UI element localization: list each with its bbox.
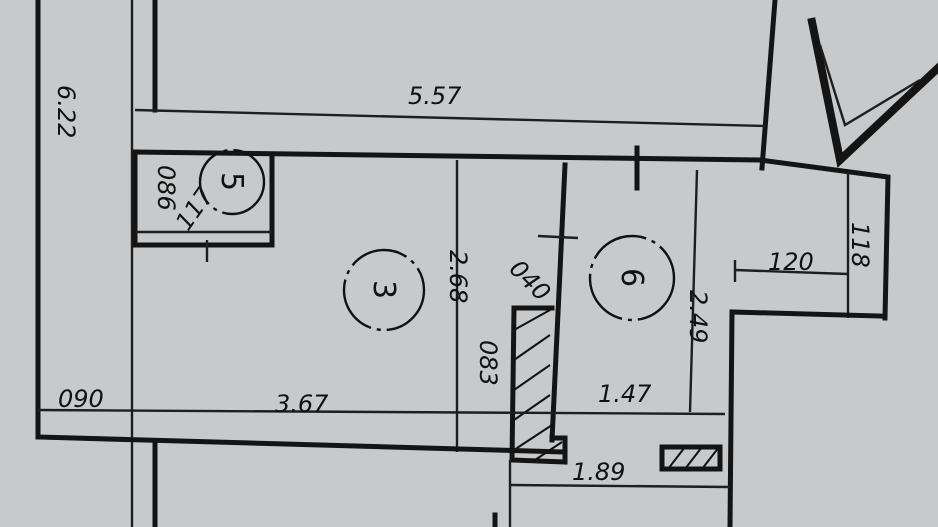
dim-bottom-width: 1.89 xyxy=(572,458,625,486)
dim-left-height: 6.22 xyxy=(52,85,80,138)
door-tick-mid xyxy=(537,234,579,240)
dim-room5-depth: 086 xyxy=(152,165,180,211)
dim-room3-width: 3.67 xyxy=(275,390,329,418)
room6-partition-left xyxy=(549,162,568,443)
dim-room6-width: 1.47 xyxy=(598,380,652,408)
room6-circle xyxy=(588,234,676,322)
hatched-block xyxy=(659,444,723,472)
room3-number: 3 xyxy=(366,280,401,299)
north-arrow-icon xyxy=(807,17,938,168)
room6-partition-right xyxy=(688,169,699,413)
dim-left-offset: 090 xyxy=(58,385,104,413)
hatched-column xyxy=(509,305,568,465)
wall-top-right xyxy=(759,0,778,171)
dimension-line-bottom xyxy=(37,408,726,416)
room5-circle xyxy=(198,148,266,216)
wall-main-top xyxy=(132,149,891,321)
room5-walls xyxy=(132,149,275,248)
dim-niche-width: 120 xyxy=(768,248,814,276)
room3-circle xyxy=(342,248,426,332)
dim-niche-depth: 118 xyxy=(846,222,874,268)
dim-room6-height: 2.49 xyxy=(684,290,712,343)
wall-bottom-right xyxy=(509,483,731,489)
dim-partition-gap: 040 xyxy=(504,254,556,306)
dim-room3-height: 2.68 xyxy=(444,250,472,303)
room6-number: 6 xyxy=(614,268,649,287)
wall-bottom xyxy=(35,434,568,455)
room5-number: 5 xyxy=(214,172,249,191)
north-arrow-inner xyxy=(818,44,921,127)
dimension-line-top xyxy=(134,108,766,128)
niche-dimension-line xyxy=(734,268,849,276)
dim-column-depth: 083 xyxy=(474,340,502,386)
wall-niche-bottom xyxy=(727,309,883,527)
dim-top-width: 5.57 xyxy=(408,82,462,110)
